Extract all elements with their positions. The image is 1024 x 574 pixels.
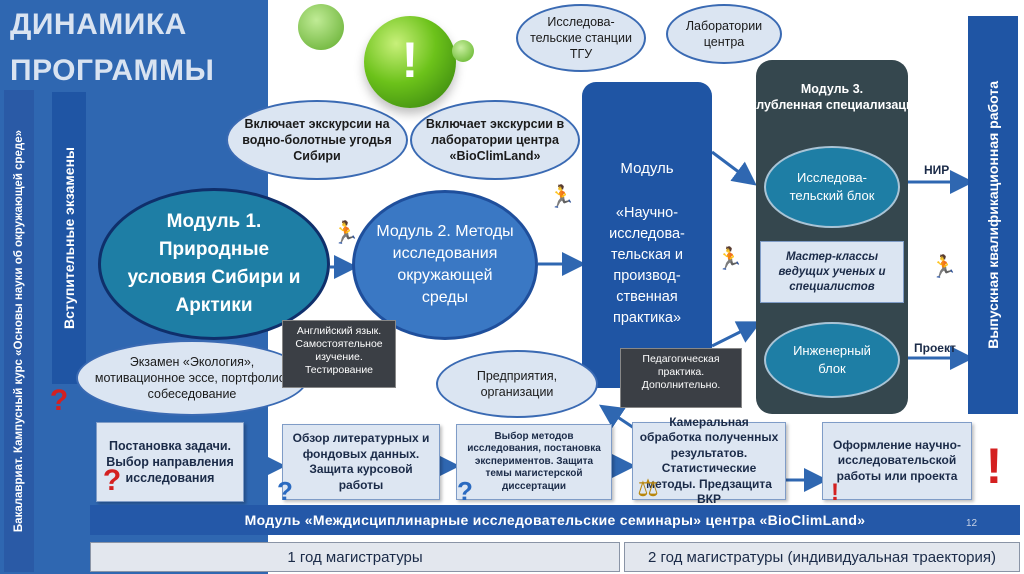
bubble-center-labs: Лаборатории центра xyxy=(666,4,782,64)
module-practice: Модуль «Научно-исследова-тельская и прои… xyxy=(582,82,712,388)
bubble-excursion-labs-text: Включает экскурсии в лаборатории центра … xyxy=(425,117,565,163)
seminar-bar: Модуль «Междисциплинарные исследовательс… xyxy=(90,505,1020,535)
graduation-work-label: Выпускная квалификационная работа xyxy=(985,81,1001,349)
year-2-box: 2 год магистратуры (индивидуальная траек… xyxy=(624,542,1020,572)
step-3: Выбор методов исследования, постановка э… xyxy=(456,424,612,500)
step-2: Обзор литературных и фондовых данных. За… xyxy=(282,424,440,500)
module-practice-heading: Модуль xyxy=(620,160,674,177)
bachelor-bar-label: Бакалавриат. Кампусный курс «Основы наук… xyxy=(13,129,25,533)
step-5-text: Оформление научно-исследовательской рабо… xyxy=(833,437,961,483)
masterclasses-label: Мастер-классы ведущих ученых и специалис… xyxy=(778,250,886,293)
note-pedagogical-text: Педагогическая практика. Дополнительно. xyxy=(641,353,721,391)
question-icon: ? xyxy=(49,384,69,417)
nir-label: НИР xyxy=(924,163,950,177)
module-3-heading: Модуль 3. xyxy=(800,82,864,96)
bubble-enterprises-text: Предприятия, организации xyxy=(476,369,558,399)
exclamation-icon: ! xyxy=(831,479,839,506)
bachelor-bar: Бакалавриат. Кампусный курс «Основы наук… xyxy=(4,90,34,572)
bubble-excursion-labs: Включает экскурсии в лаборатории центра … xyxy=(410,100,580,180)
title-line-1: ДИНАМИКА xyxy=(10,8,187,41)
year-1-label: 1 год магистратуры xyxy=(287,548,423,566)
module-1: Модуль 1. Природные условия Сибири и Арк… xyxy=(98,188,330,340)
globe-exclamation-icon xyxy=(364,16,456,108)
step-1: Постановка задачи. Выбор направления исс… xyxy=(96,422,244,502)
entrance-exams-label: Вступительные экзамены xyxy=(61,146,77,330)
bubble-enterprises: Предприятия, организации xyxy=(436,350,598,418)
question-icon: ? xyxy=(102,464,122,497)
module-practice-body: «Научно-исследова-тельская и производ-ст… xyxy=(609,205,685,326)
bubble-excursion-wetlands: Включает экскурсии на водно-болотные уго… xyxy=(226,100,408,180)
graduation-work-bar: Выпускная квалификационная работа xyxy=(968,16,1018,414)
arrow-center-to-research xyxy=(711,150,757,186)
note-pedagogical: Педагогическая практика. Дополнительно. xyxy=(620,348,742,408)
page-title: ДИНАМИКА ПРОГРАММЫ xyxy=(10,2,260,94)
year-1-box: 1 год магистратуры xyxy=(90,542,620,572)
bubble-exam-ecology-text: Экзамен «Экология», мотивационное эссе, … xyxy=(94,355,290,401)
exclamation-icon: ! xyxy=(401,32,419,88)
step-1-text: Постановка задачи. Выбор направления исс… xyxy=(106,439,234,485)
note-english-text: Английский язык. Самостоятельное изучени… xyxy=(295,325,383,376)
masterclasses-box: Мастер-классы ведущих ученых и специалис… xyxy=(760,241,904,303)
bubble-center-labs-text: Лаборатории центра xyxy=(685,19,763,49)
module-2-title: Модуль 2. Методы исследования окружающей… xyxy=(376,223,514,306)
research-block-label: Исследова-тельский блок xyxy=(789,170,875,203)
module-1-title: Модуль 1. Природные условия Сибири и Арк… xyxy=(127,211,301,316)
running-person-icon: 🏃 xyxy=(548,184,576,209)
engineering-block-label: Инженерный блок xyxy=(793,343,871,376)
exclamation-icon: ! xyxy=(985,438,1003,494)
step-3-text: Выбор методов исследования, постановка э… xyxy=(467,430,601,492)
bubble-exam-ecology: Экзамен «Экология», мотивационное эссе, … xyxy=(76,340,308,416)
research-block: Исследова-тельский блок xyxy=(764,146,900,228)
step-4: Камеральная обработка полученных результ… xyxy=(632,415,786,506)
bubble-excursion-wetlands-text: Включает экскурсии на водно-болотные уго… xyxy=(242,117,392,163)
small-globe-icon xyxy=(298,4,344,50)
step-2-text: Обзор литературных и фондовых данных. За… xyxy=(292,431,430,492)
question-icon: ? xyxy=(457,476,473,506)
step-5: Оформление научно-исследовательской рабо… xyxy=(822,422,972,500)
module-3-subheading: Углубленная специализация xyxy=(756,98,908,112)
engineering-block: Инженерный блок xyxy=(764,322,900,398)
entrance-exams-bar: Вступительные экзамены xyxy=(52,92,86,384)
page-number: 12 xyxy=(966,518,978,529)
running-person-icon: 🏃 xyxy=(716,246,744,271)
running-person-icon: 🏃 xyxy=(332,220,360,245)
question-icon: ? xyxy=(277,476,293,506)
title-line-2: ПРОГРАММЫ xyxy=(10,54,215,87)
year-2-label: 2 год магистратуры (индивидуальная траек… xyxy=(647,548,997,566)
bubble-research-stations: Исследова-тельские станции ТГУ xyxy=(516,4,646,72)
module-2: Модуль 2. Методы исследования окружающей… xyxy=(352,190,538,340)
note-english: Английский язык. Самостоятельное изучени… xyxy=(282,320,396,388)
bubble-research-stations-text: Исследова-тельские станции ТГУ xyxy=(530,15,632,61)
project-label: Проект xyxy=(914,341,956,355)
scales-icon: ⚖ xyxy=(637,475,659,502)
small-globe-icon xyxy=(452,40,474,62)
arrow-center-to-engineering xyxy=(711,321,762,348)
step-4-text: Камеральная обработка полученных результ… xyxy=(639,414,779,507)
running-person-icon: 🏃 xyxy=(930,254,958,279)
seminar-bar-label: Модуль «Междисциплинарные исследовательс… xyxy=(244,512,866,528)
